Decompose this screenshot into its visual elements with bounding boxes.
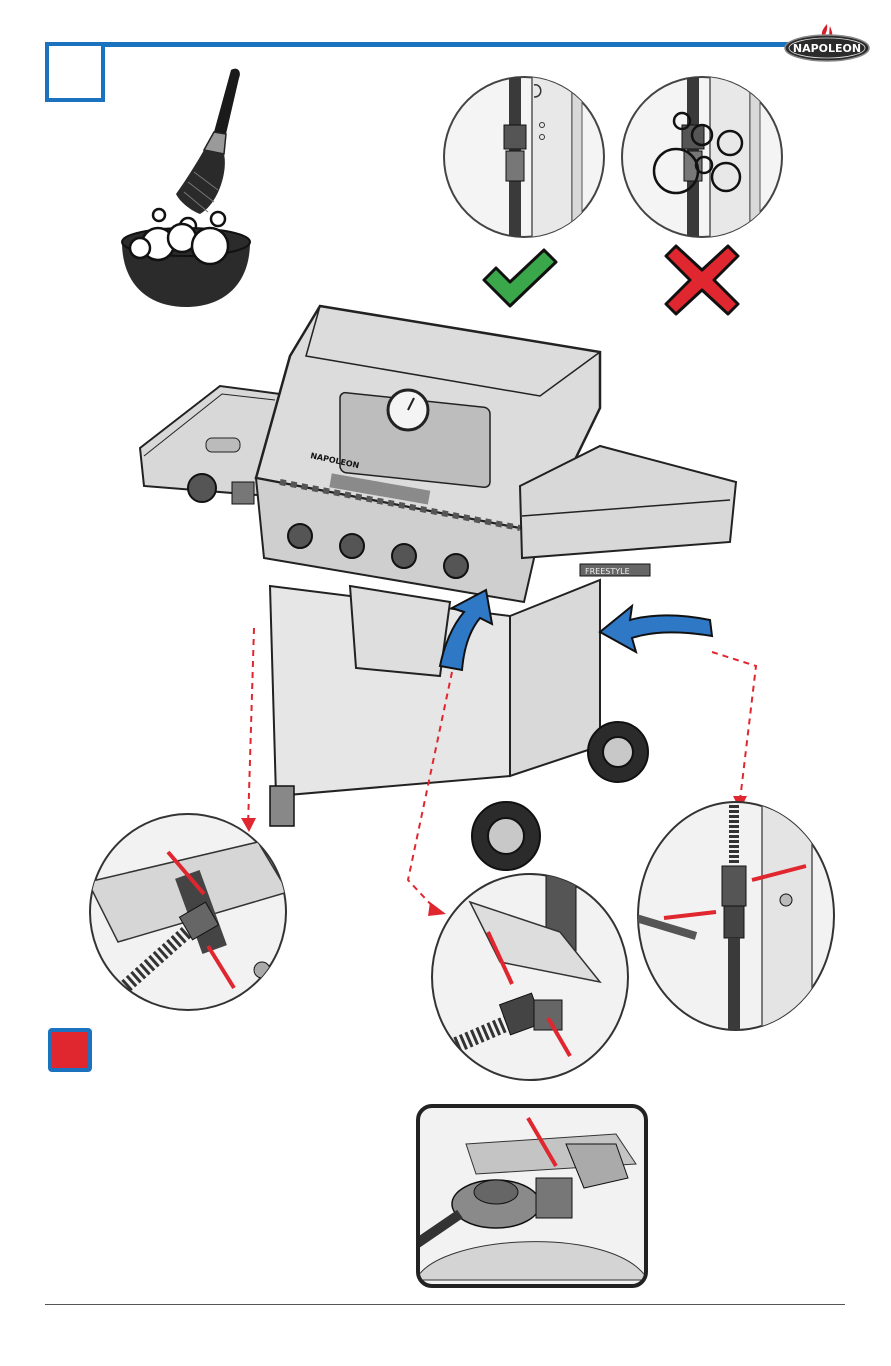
detail-main-valve-connection	[430, 872, 630, 1082]
substep-marker	[48, 1028, 92, 1072]
footer-rule	[45, 1304, 845, 1305]
detail-regulator-hose-connection	[636, 800, 836, 1032]
detail-tank-regulator	[416, 1104, 648, 1288]
detail-side-burner-connection	[88, 812, 288, 1012]
